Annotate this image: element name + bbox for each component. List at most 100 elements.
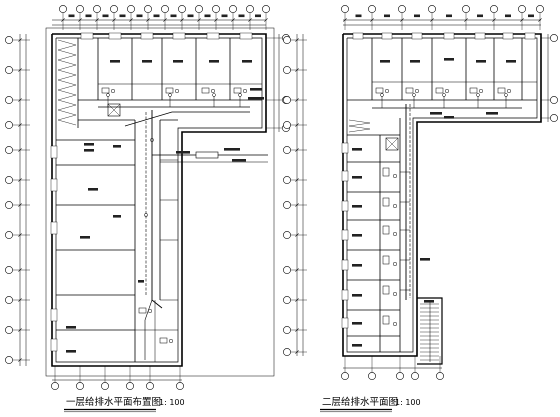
dimension-text-mark bbox=[255, 14, 261, 18]
grid-axis-bubble bbox=[51, 382, 59, 390]
dimension-tick bbox=[18, 328, 22, 332]
grid-axis-bubble bbox=[5, 121, 13, 129]
grid-axis-bubble bbox=[283, 296, 291, 304]
pipe-riser bbox=[238, 93, 242, 97]
exterior-wall-inner bbox=[55, 37, 263, 363]
exterior-wall-inner bbox=[346, 37, 538, 353]
dimension-tick bbox=[18, 233, 22, 237]
grid-axis-bubble bbox=[246, 5, 254, 13]
sanitary-fixture bbox=[165, 87, 174, 94]
dimension-text-mark bbox=[221, 14, 228, 18]
floor-drain bbox=[444, 88, 450, 94]
grid-axis-bubble bbox=[396, 372, 404, 380]
elevator-shaft bbox=[385, 137, 399, 151]
dimension-tick bbox=[214, 18, 218, 22]
grid-axis-bubble bbox=[5, 326, 13, 334]
dimension-tick bbox=[163, 18, 167, 22]
pipe-label-mark bbox=[138, 280, 144, 283]
sanitary-fixture bbox=[201, 87, 210, 94]
window bbox=[443, 32, 455, 40]
pipe-label-mark bbox=[486, 112, 498, 115]
dimension-tick bbox=[538, 18, 542, 22]
grid-axis-bubble bbox=[283, 231, 291, 239]
window bbox=[140, 32, 154, 40]
grid-axis-bubble bbox=[283, 176, 291, 184]
window bbox=[502, 32, 514, 40]
window bbox=[352, 32, 364, 40]
dimension-tick bbox=[18, 98, 22, 102]
window bbox=[50, 145, 58, 159]
dimension-tick bbox=[430, 18, 434, 22]
stair-hatch bbox=[57, 39, 77, 126]
room-label-mark bbox=[242, 60, 252, 63]
dimension-tick bbox=[78, 18, 82, 22]
pipe-riser bbox=[476, 93, 480, 97]
dimension-tick bbox=[264, 18, 268, 22]
dimension-tick bbox=[295, 328, 299, 332]
sanitary-fixture bbox=[382, 197, 390, 207]
grid-axis-bubble bbox=[76, 382, 84, 390]
grid-axis-bubble bbox=[411, 372, 419, 380]
dimension-tick bbox=[18, 123, 22, 127]
room-label-mark bbox=[352, 176, 362, 179]
grid-axis-bubble bbox=[490, 5, 498, 13]
room-label-mark bbox=[84, 149, 94, 152]
dimension-tick bbox=[180, 18, 184, 22]
site-boundary bbox=[45, 27, 275, 377]
pipe-riser bbox=[380, 93, 384, 97]
water-meter bbox=[195, 151, 219, 159]
dimension-tick bbox=[295, 268, 299, 272]
dimension-text-mark bbox=[68, 14, 75, 18]
sanitary-fixture bbox=[138, 307, 147, 314]
grid-axis-bubble bbox=[5, 176, 13, 184]
pipe-label-mark bbox=[113, 145, 121, 148]
dimension-text-mark bbox=[384, 14, 390, 18]
room-label-mark bbox=[352, 205, 362, 208]
dimension-text-mark bbox=[119, 14, 126, 18]
room-label-mark bbox=[173, 60, 183, 63]
dimension-tick bbox=[231, 18, 235, 22]
dimension-text-mark bbox=[170, 14, 177, 18]
sanitary-fixture bbox=[101, 87, 110, 94]
dimension-tick bbox=[295, 203, 299, 207]
window bbox=[341, 229, 349, 241]
first-floor-plan bbox=[5, 5, 290, 390]
window bbox=[206, 32, 220, 40]
floor-drain bbox=[414, 88, 420, 94]
dimension-tick bbox=[343, 18, 347, 22]
grid-axis-bubble bbox=[144, 5, 152, 13]
second-floor-scale: 1: 100 bbox=[395, 398, 421, 407]
sanitary-fixture bbox=[497, 87, 506, 94]
second-floor-title: 二层给排水平面图 bbox=[322, 396, 398, 408]
sanitary-fixture bbox=[382, 225, 390, 235]
grid-axis-bubble bbox=[59, 5, 67, 13]
grid-axis-bubble bbox=[283, 66, 291, 74]
pipe-label-mark bbox=[232, 159, 246, 162]
grid-axis-bubble bbox=[76, 5, 84, 13]
grid-axis-bubble bbox=[5, 356, 13, 364]
pipe-label-mark bbox=[430, 112, 442, 115]
dimension-tick bbox=[18, 178, 22, 182]
dimension-text-mark bbox=[528, 14, 534, 18]
dimension-tick bbox=[18, 38, 22, 42]
second-floor-title-block: 二层给排水平面图 1: 100 bbox=[320, 396, 421, 413]
room-label-mark bbox=[352, 294, 362, 297]
grid-axis-bubble bbox=[5, 66, 13, 74]
grid-axis-bubble bbox=[283, 348, 291, 356]
dimension-tick bbox=[248, 18, 252, 22]
window bbox=[50, 221, 58, 235]
dimension-text-mark bbox=[414, 14, 420, 18]
floor-drain bbox=[392, 231, 398, 237]
floor-drain bbox=[384, 88, 390, 94]
grid-axis-bubble bbox=[368, 5, 376, 13]
pipe-riser bbox=[412, 93, 416, 97]
window bbox=[524, 32, 536, 40]
grid-axis-bubble bbox=[462, 5, 470, 13]
dimension-tick bbox=[295, 148, 299, 152]
dimension-tick bbox=[197, 18, 201, 22]
pipe-riser bbox=[150, 138, 154, 142]
pipe-label-mark bbox=[444, 116, 454, 119]
grid-axis-bubble bbox=[398, 5, 406, 13]
dimension-text-mark bbox=[477, 14, 483, 18]
grid-axis-bubble bbox=[127, 5, 135, 13]
